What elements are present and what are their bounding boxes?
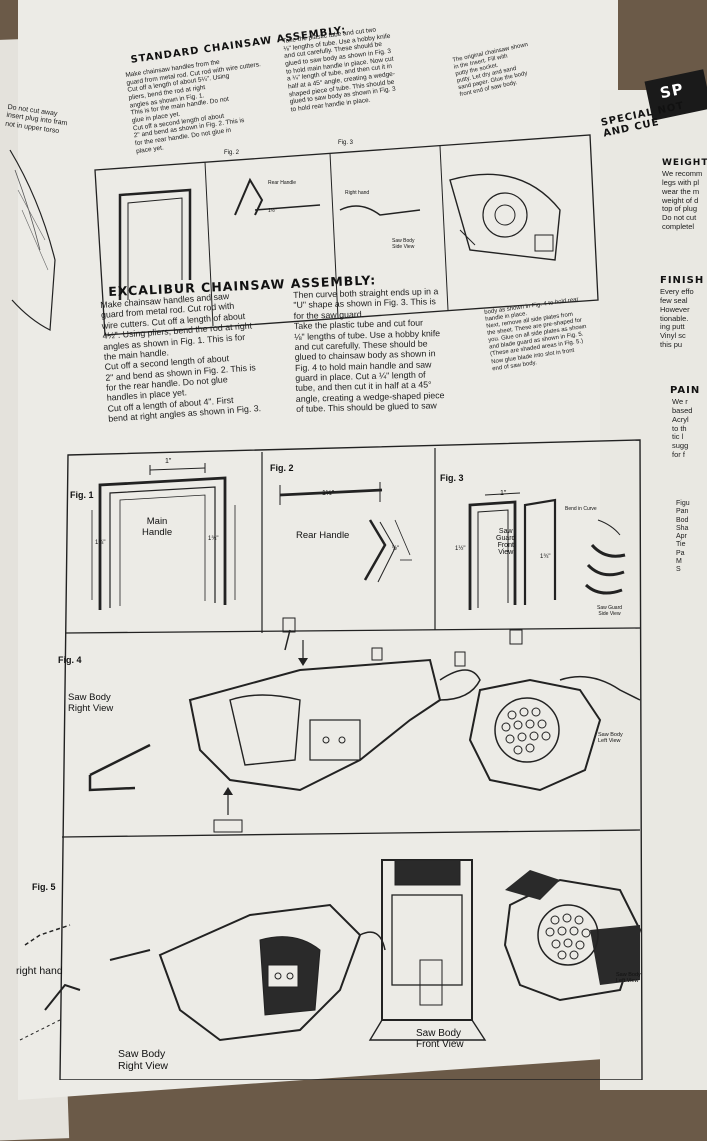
right-page-finish-text: Every effo few seal However tionable. in…	[660, 287, 694, 350]
excalibur-text-col1: Make chainsaw handles and saw guard from…	[100, 290, 262, 424]
fig2-label: Fig. 2	[270, 463, 294, 473]
saw-body-right-label-2: Saw Body Right View	[118, 1048, 168, 1072]
top-dim-label: 1½"	[268, 208, 277, 214]
top-fig3-label: Fig. 3	[338, 140, 354, 146]
fig1-label: Fig. 1	[70, 490, 94, 500]
dim-fig2-top: 1½"	[322, 490, 335, 497]
saw-guard-front-label: Saw Guard Front View	[496, 528, 516, 556]
main-handle-label: Main Handle	[142, 516, 173, 538]
saw-body-front-label: Saw Body Front View	[416, 1028, 464, 1050]
rear-handle-label: Rear Handle	[296, 530, 350, 541]
right-page-paint-text: We r based Acryl to th tic l sugg for f	[672, 397, 693, 460]
dim-fig3-top: 1"	[500, 490, 507, 497]
finish-heading: FINISH	[660, 275, 705, 286]
saw-body-left-label: Saw Body Left View	[598, 732, 623, 744]
fig5-label: Fig. 5	[32, 882, 56, 892]
top-saw-body-label: Saw Body Side View	[392, 238, 415, 250]
top-right-hand-label: Right hand	[345, 190, 370, 196]
right-hand-label: right hand	[16, 965, 63, 977]
vent-holes-fig5	[545, 913, 591, 960]
right-page-weight-text: We recomm legs with pl wear the m weight…	[662, 169, 703, 232]
line-art	[9, 134, 643, 1080]
dim-fig1-left: 1¾"	[95, 540, 106, 546]
bend-in-curve-label: Bend in Curve	[565, 506, 597, 512]
top-rear-handle-label: Rear Handle	[268, 180, 297, 186]
top-fig2-label: Fig. 2	[224, 150, 240, 156]
saw-guard-side-label: Saw Guard Side View	[597, 605, 623, 617]
paint-heading: PAIN	[670, 385, 701, 396]
excalibur-text-col2: Then curve both straight ends up in a "U…	[293, 286, 445, 415]
dim-fig3-left: 1½"	[455, 546, 466, 552]
dim-fig2-angle: ½"	[392, 546, 400, 552]
weight-heading: WEIGHTI	[662, 158, 707, 168]
dim-fig3-right: 1¾"	[540, 554, 551, 560]
dim-fig1-right: 1¾"	[208, 536, 219, 542]
dim-fig1-top: 1"	[165, 458, 172, 465]
fig4-label: Fig. 4	[58, 655, 82, 665]
vent-holes-fig4	[501, 707, 551, 755]
saw-body-right-label: Saw Body Right View	[68, 692, 114, 714]
fig3-label: Fig. 3	[440, 473, 464, 483]
right-page-list: Figu Pan Bod Sha Apr Tie Pa M S	[676, 500, 690, 573]
saw-body-left-label-2: Saw Body Left View	[616, 972, 641, 984]
